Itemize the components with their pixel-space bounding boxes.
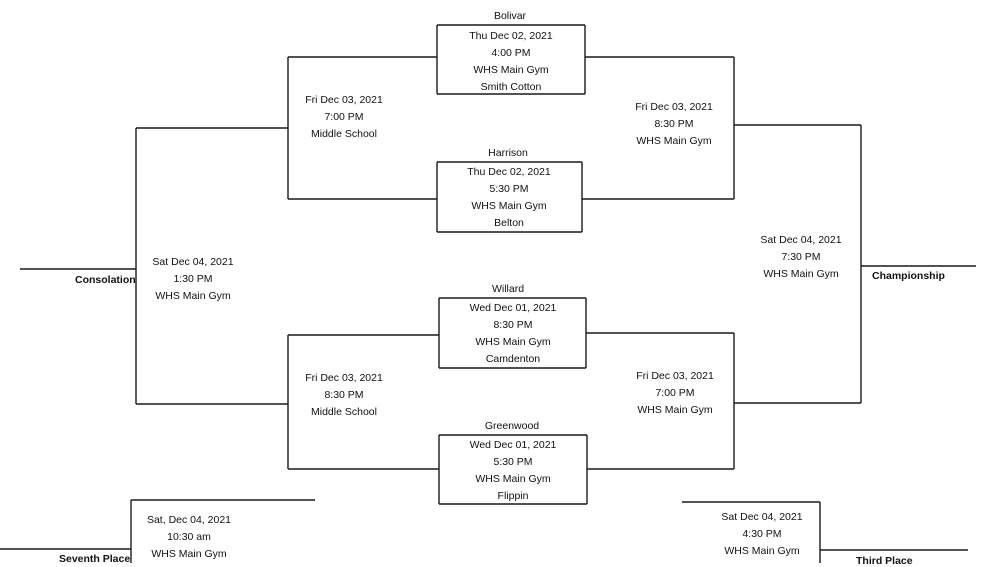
- third-info: Sat Dec 04, 2021 4:30 PM WHS Main Gym: [721, 509, 802, 560]
- seventh-info: Sat, Dec 04, 2021 10:30 am WHS Main Gym: [147, 512, 231, 563]
- championship-info: Sat Dec 04, 2021 7:30 PM WHS Main Gym: [760, 232, 841, 283]
- third-time: 4:30 PM: [742, 528, 782, 540]
- consolation-date: Sat Dec 04, 2021: [152, 256, 234, 268]
- cons-semi-top-venue: Middle School: [311, 128, 377, 140]
- qf2-date: Thu Dec 02, 2021: [467, 166, 551, 178]
- qf3-time: 8:30 PM: [493, 319, 533, 331]
- semi-bottom-info: Fri Dec 03, 2021 7:00 PM WHS Main Gym: [636, 368, 714, 419]
- third-label: Third Place: [856, 555, 913, 567]
- qf2-venue: WHS Main Gym: [471, 200, 547, 212]
- qf3-top-team: Willard: [491, 283, 525, 295]
- third-date: Sat Dec 04, 2021: [721, 511, 803, 523]
- cons-semi-bottom-time: 8:30 PM: [324, 389, 364, 401]
- championship-time: 7:30 PM: [781, 251, 821, 263]
- qf2-game-info: Thu Dec 02, 2021 5:30 PM WHS Main Gym Be…: [467, 164, 550, 232]
- qf1-venue: WHS Main Gym: [473, 64, 549, 76]
- championship-label: Championship: [872, 270, 945, 282]
- consolation-venue: WHS Main Gym: [155, 290, 231, 302]
- seventh-date: Sat, Dec 04, 2021: [146, 514, 232, 526]
- cons-semi-bottom-date: Fri Dec 03, 2021: [305, 372, 383, 384]
- qf4-time: 5:30 PM: [493, 456, 533, 468]
- consolation-time: 1:30 PM: [173, 273, 213, 285]
- qf4-venue: WHS Main Gym: [475, 473, 551, 485]
- qf3-date: Wed Dec 01, 2021: [469, 302, 557, 314]
- cons-semi-top-date: Fri Dec 03, 2021: [305, 94, 383, 106]
- qf3-venue: WHS Main Gym: [475, 336, 551, 348]
- qf2-time: 5:30 PM: [489, 183, 529, 195]
- cons-semi-bottom-info: Fri Dec 03, 2021 8:30 PM Middle School: [305, 370, 383, 421]
- qf1-top-team: Bolivar: [493, 10, 527, 22]
- consolation-label: Consolation: [75, 274, 136, 286]
- cons-semi-top-time: 7:00 PM: [324, 111, 364, 123]
- cons-semi-top-info: Fri Dec 03, 2021 7:00 PM Middle School: [305, 92, 383, 143]
- semi-top-date: Fri Dec 03, 2021: [635, 101, 713, 113]
- qf4-bottom-team: Flippin: [497, 490, 529, 502]
- consolation-info: Sat Dec 04, 2021 1:30 PM WHS Main Gym: [152, 254, 233, 305]
- semi-top-time: 8:30 PM: [654, 118, 694, 130]
- qf3-bottom-team: Camdenton: [485, 353, 541, 365]
- semi-bottom-time: 7:00 PM: [655, 387, 695, 399]
- qf3-game-info: Wed Dec 01, 2021 8:30 PM WHS Main Gym Ca…: [470, 300, 557, 368]
- qf2-bottom-team: Belton: [494, 217, 524, 229]
- championship-venue: WHS Main Gym: [763, 268, 839, 280]
- championship-date: Sat Dec 04, 2021: [760, 234, 842, 246]
- semi-top-info: Fri Dec 03, 2021 8:30 PM WHS Main Gym: [635, 99, 713, 150]
- seventh-time: 10:30 am: [167, 531, 211, 543]
- semi-bottom-venue: WHS Main Gym: [637, 404, 713, 416]
- qf4-game-info: Wed Dec 01, 2021 5:30 PM WHS Main Gym Fl…: [470, 437, 557, 505]
- qf1-game-info: Thu Dec 02, 2021 4:00 PM WHS Main Gym Sm…: [469, 28, 552, 96]
- qf2-top-team: Harrison: [488, 147, 528, 159]
- seventh-label: Seventh Place: [59, 553, 131, 565]
- seventh-venue: WHS Main Gym: [151, 548, 227, 560]
- third-venue: WHS Main Gym: [724, 545, 800, 557]
- qf1-bottom-team: Smith Cotton: [480, 81, 542, 93]
- cons-semi-bottom-venue: Middle School: [311, 406, 377, 418]
- qf1-date: Thu Dec 02, 2021: [469, 30, 553, 42]
- semi-top-venue: WHS Main Gym: [636, 135, 712, 147]
- semi-bottom-date: Fri Dec 03, 2021: [636, 370, 714, 382]
- qf4-date: Wed Dec 01, 2021: [469, 439, 557, 451]
- qf4-top-team: Greenwood: [484, 420, 540, 432]
- qf1-time: 4:00 PM: [491, 47, 531, 59]
